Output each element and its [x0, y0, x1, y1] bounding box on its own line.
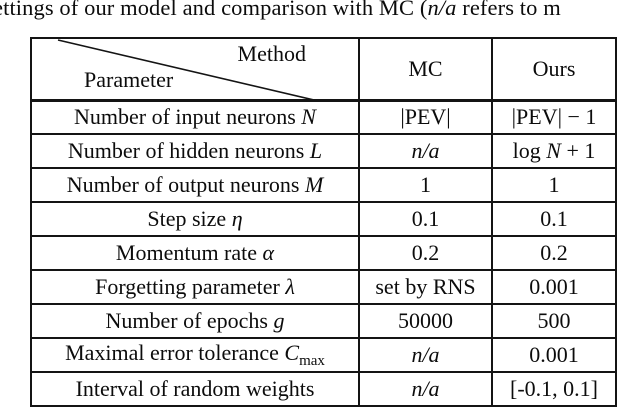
- ours-value-cell: 0.001: [491, 269, 617, 305]
- cell-text-segment: α: [262, 240, 275, 265]
- header-ours: Ours: [491, 37, 617, 102]
- mc-value-cell: 0.2: [358, 235, 493, 271]
- param-cell: Interval of random weights: [30, 371, 360, 407]
- table-row: Number of epochs g 50000 500: [30, 303, 617, 339]
- param-cell: Number of output neurons M: [30, 167, 360, 203]
- cell-text-segment: Momentum rate: [115, 240, 263, 265]
- cell-text-segment: [-0.1, 0.1]: [510, 376, 598, 401]
- mc-value-cell: n/a: [358, 371, 493, 407]
- table-row: Interval of random weights n/a [-0.1, 0.1]: [30, 371, 617, 407]
- ours-value-cell: 1: [491, 167, 617, 203]
- mc-value-cell: set by RNS: [358, 269, 493, 305]
- param-cell: Maximal error tolerance Cmax: [30, 337, 360, 373]
- parameter-settings-table: Method Parameter MC Ours Number of input…: [30, 37, 617, 407]
- cell-text-segment: |PEV|: [400, 104, 451, 130]
- cell-text-segment: Step size: [147, 206, 232, 231]
- table-caption: ettings of our model and comparison with…: [0, 0, 561, 21]
- cell-text-segment: 0.2: [411, 240, 440, 265]
- param-cell: Forgetting parameter λ: [30, 269, 360, 305]
- header-parameter-label: Parameter: [84, 66, 174, 92]
- ours-value-cell: 500: [491, 303, 617, 339]
- header-method-label: Method: [237, 41, 306, 66]
- cell-text-segment: n/a: [411, 376, 440, 401]
- cell-text-segment: max: [299, 353, 325, 369]
- table-row: Maximal error tolerance Cmax n/a 0.001: [30, 337, 617, 373]
- table-row: Momentum rate α 0.2 0.2: [30, 235, 617, 271]
- ours-value-cell: 0.1: [491, 201, 617, 237]
- cell-text-segment: + 1: [560, 138, 596, 163]
- cell-text-segment: Number of input neurons: [74, 104, 302, 130]
- caption-na-italic: n/a: [427, 0, 457, 20]
- cell-text-segment: n/a: [411, 138, 440, 163]
- ours-value-cell: 0.001: [491, 337, 617, 373]
- cell-text-segment: set by RNS: [375, 274, 476, 299]
- cell-text-segment: n/a: [411, 342, 440, 367]
- cell-text-segment: η: [231, 206, 243, 231]
- cell-text-segment: Number of hidden neurons: [67, 138, 310, 163]
- diagonal-header-cell: Method Parameter: [30, 37, 360, 102]
- param-cell: Number of input neurons N: [30, 99, 360, 135]
- cell-text-segment: Interval of random weights: [75, 376, 315, 401]
- cell-text-segment: Number of output neurons: [66, 172, 305, 197]
- cell-text-segment: 500: [537, 308, 571, 333]
- cell-text-segment: log: [512, 138, 547, 163]
- cell-text-segment: 0.1: [411, 206, 440, 231]
- ours-value-cell: |PEV| − 1: [491, 99, 617, 135]
- cell-text-segment: 0.1: [540, 206, 568, 231]
- header-mc: MC: [358, 37, 493, 102]
- cell-text-segment: C: [284, 340, 300, 365]
- cell-text-segment: 0.001: [529, 342, 579, 367]
- cell-text-segment: L: [309, 138, 323, 163]
- cell-text-segment: |PEV| − 1: [511, 104, 597, 130]
- cell-text-segment: 50000: [398, 308, 453, 333]
- cell-text-segment: N: [301, 104, 316, 130]
- mc-value-cell: 1: [358, 167, 493, 203]
- cell-text-segment: 0.2: [540, 240, 568, 265]
- table-row: Forgetting parameter λ set by RNS 0.001: [30, 269, 617, 305]
- param-cell: Number of hidden neurons L: [30, 133, 360, 169]
- cell-text-segment: Maximal error tolerance: [65, 340, 285, 365]
- mc-value-cell: 0.1: [358, 201, 493, 237]
- table-header-row: Method Parameter MC Ours: [30, 37, 617, 102]
- caption-post: refers to m: [456, 0, 561, 20]
- table-row: Step size η 0.1 0.1: [30, 201, 617, 237]
- ours-value-cell: log N + 1: [491, 133, 617, 169]
- cell-text-segment: g: [273, 308, 285, 333]
- cell-text-segment: N: [546, 138, 561, 163]
- param-cell: Momentum rate α: [30, 235, 360, 271]
- mc-value-cell: 50000: [358, 303, 493, 339]
- cell-text-segment: 0.001: [529, 274, 579, 299]
- ours-value-cell: 0.2: [491, 235, 617, 271]
- param-cell: Step size η: [30, 201, 360, 237]
- mc-value-cell: n/a: [358, 337, 493, 373]
- mc-value-cell: n/a: [358, 133, 493, 169]
- caption-pre: ettings of our model and comparison with…: [0, 0, 428, 20]
- table-row: Number of output neurons M 1 1: [30, 167, 617, 203]
- mc-value-cell: |PEV|: [358, 99, 493, 135]
- cell-text-segment: M: [304, 172, 324, 197]
- diagonal-line: [57, 40, 305, 97]
- cell-text-segment: Forgetting parameter: [95, 274, 286, 299]
- cell-text-segment: Number of epochs: [105, 308, 274, 333]
- cell-text-segment: 1: [548, 172, 560, 197]
- ours-value-cell: [-0.1, 0.1]: [491, 371, 617, 407]
- cell-text-segment: 1: [420, 172, 431, 197]
- table-row: Number of input neurons N |PEV| |PEV| − 1: [30, 99, 617, 135]
- cell-text-segment: λ: [285, 274, 295, 299]
- param-cell: Number of epochs g: [30, 303, 360, 339]
